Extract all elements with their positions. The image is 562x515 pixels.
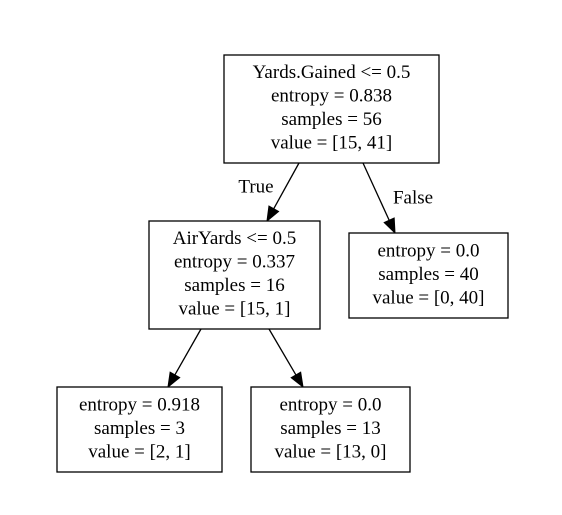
node-line: samples = 16 (184, 275, 284, 296)
node-line: entropy = 0.0 (279, 394, 381, 415)
node-line: entropy = 0.918 (79, 394, 200, 415)
node-line: value = [2, 1] (88, 441, 191, 462)
node-box (250, 386, 411, 473)
node-line: samples = 56 (281, 109, 381, 130)
node-line: samples = 13 (280, 418, 380, 439)
node-line: entropy = 0.838 (271, 86, 392, 107)
edge-left-to-left-right (268, 328, 304, 389)
edge-line (273, 162, 300, 210)
arrowhead-icon (266, 205, 280, 223)
node-line: value = [15, 1] (178, 299, 290, 320)
edge-label-true: True (238, 176, 273, 197)
node-box (348, 232, 509, 319)
node-box (223, 54, 440, 164)
node-box (56, 386, 223, 473)
node-line: value = [13, 0] (274, 441, 386, 462)
node-line: value = [0, 40] (372, 287, 484, 308)
node-line: entropy = 0.337 (174, 252, 295, 273)
arrowhead-icon (290, 371, 304, 389)
node-line: samples = 3 (94, 418, 185, 439)
arrowhead-icon (383, 217, 396, 235)
node-line: AirYards <= 0.5 (173, 228, 296, 249)
edge-line (268, 328, 297, 376)
edge-line (362, 162, 390, 221)
arrowhead-icon (167, 371, 181, 389)
node-line: value = [15, 41] (271, 133, 393, 154)
edge-line (174, 328, 202, 376)
node-line: samples = 40 (378, 264, 478, 285)
edge-left-to-left-left (167, 328, 202, 389)
edge-root-to-left: True (238, 162, 300, 223)
node-line: Yards.Gained <= 0.5 (253, 62, 411, 83)
edge-label-false: False (393, 187, 433, 208)
edge-root-to-right: False (362, 162, 433, 235)
tree-node-root: Yards.Gained <= 0.5 entropy = 0.838sample… (223, 54, 440, 164)
node-box (148, 220, 321, 330)
node-line: entropy = 0.0 (377, 240, 479, 261)
